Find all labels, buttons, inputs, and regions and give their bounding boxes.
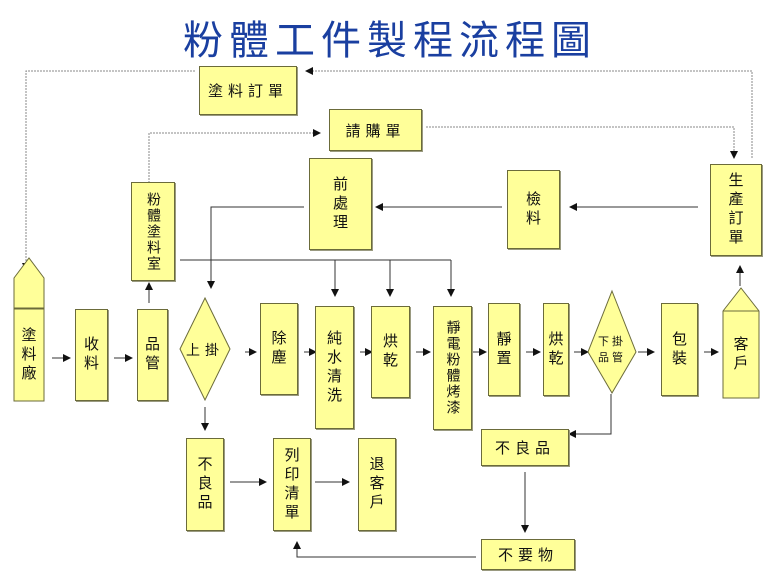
node-customer: 客戶 xyxy=(731,336,750,374)
node-pure-water-wash: 純水清洗 xyxy=(315,306,354,429)
unhang-qc-diamond xyxy=(587,289,637,394)
node-qc-in: 品管 xyxy=(137,309,168,401)
line-pretreatment-to-hangup xyxy=(207,206,304,289)
node-drying-1: 烘乾 xyxy=(371,306,410,398)
node-receive-material: 收料 xyxy=(75,309,108,401)
node-powder-room: 粉體塗料室 xyxy=(131,182,175,281)
node-drying-2: 烘乾 xyxy=(543,303,569,396)
node-electrostatic-coating: 靜電粉體烤漆 xyxy=(433,306,472,430)
node-coating-order: 塗料訂單 xyxy=(199,66,297,115)
hangup-diamond xyxy=(179,296,231,402)
node-defective-1: 不良品 xyxy=(186,438,224,531)
node-defective-2: 不良品 xyxy=(481,429,569,466)
unhang-qc-line1: 下掛 xyxy=(598,335,626,348)
dashed-line-purchase-to-production xyxy=(426,126,738,159)
unhang-qc-line2: 品管 xyxy=(598,351,626,364)
node-unhang-qc: 下掛 品管 xyxy=(592,330,632,370)
node-packaging: 包裝 xyxy=(661,303,698,396)
dashed-line-coating-order-to-factory xyxy=(22,70,195,271)
node-inspect-material: 檢料 xyxy=(507,170,560,249)
node-return-customer: 退客戶 xyxy=(358,438,396,531)
line-unhang-to-defective2 xyxy=(568,394,612,438)
node-dust-removal: 除塵 xyxy=(260,303,298,395)
dashed-line-room-to-purchase xyxy=(148,129,321,183)
customer-shape xyxy=(722,287,760,399)
node-unwanted: 不要物 xyxy=(481,539,575,570)
node-purchase-request: 請購單 xyxy=(329,109,422,151)
node-rest: 靜置 xyxy=(488,303,520,396)
node-hang-up: 上掛 xyxy=(186,343,224,359)
line-unwanted-to-print xyxy=(293,541,476,558)
node-pretreatment: 前處理 xyxy=(309,158,372,250)
dashed-line-production-to-coating-order xyxy=(305,67,753,158)
node-production-order: 生產訂單 xyxy=(710,164,762,256)
coating-factory-shape xyxy=(13,257,45,402)
node-print-list: 列印清單 xyxy=(273,438,311,531)
diagram-title: 粉體工件製程流程圖 xyxy=(183,18,597,64)
node-coating-factory: 塗料廠 xyxy=(19,326,38,384)
